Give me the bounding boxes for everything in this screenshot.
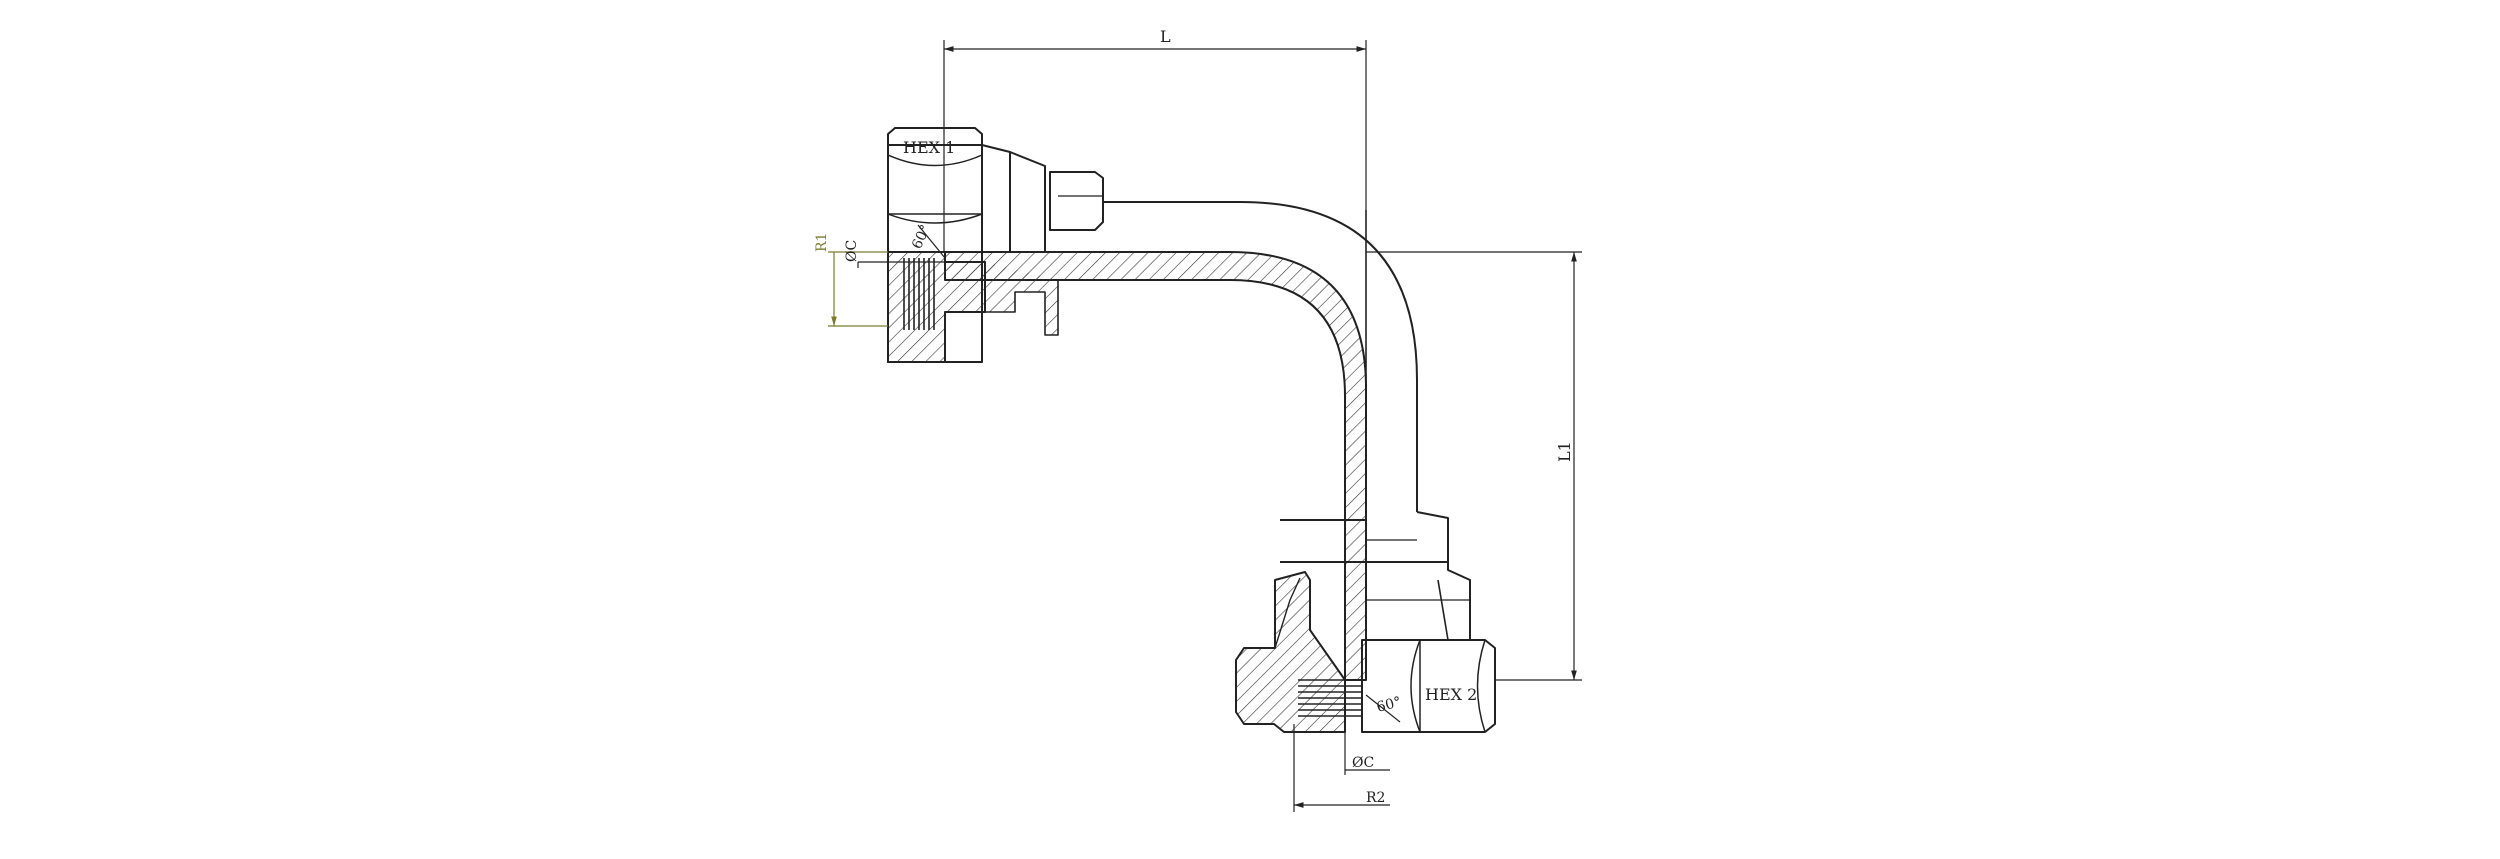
hex1-collar (981, 144, 1011, 252)
hex2-label: HEX 2 (1425, 685, 1477, 704)
angle-top-label: 60° (909, 222, 934, 251)
dim-C-top-label: ØC (844, 240, 860, 262)
hex2-collar (1365, 561, 1471, 641)
hex1-section-hatch (887, 251, 986, 363)
hex2-collar-diag (1437, 579, 1449, 641)
hex2-thread (1298, 679, 1362, 717)
hex1-thread (903, 258, 935, 330)
hex1-collar-step (1009, 151, 1046, 252)
hex2-section-hatch (1235, 571, 1346, 733)
dim-R1-label: R1 (814, 233, 830, 252)
hex1-arc-mid (887, 213, 983, 224)
hex2-arc-2 (1476, 639, 1486, 733)
dim-L1-label: L1 (1555, 441, 1574, 462)
collar-ring-top (1049, 171, 1104, 231)
hex1-label: HEX 1 (903, 138, 955, 157)
collar-ring-bottom-right (1416, 511, 1449, 563)
dim-R1 (828, 251, 888, 327)
angle-ray-top (917, 224, 946, 259)
dimensions (857, 40, 1582, 812)
sleeve-hatch-top (984, 262, 1059, 336)
angle-bottom-label: 60° (1375, 694, 1403, 716)
angle-ray-bottom (1365, 694, 1401, 723)
dim-R2-label: R2 (1366, 790, 1385, 806)
tube-outer-wall (1103, 201, 1418, 512)
hex1-arc-top (887, 154, 983, 167)
hex2-arc (1410, 639, 1421, 733)
dim-L-label: L (1160, 27, 1171, 46)
dim-C-bottom-label: ØC (1352, 755, 1374, 771)
